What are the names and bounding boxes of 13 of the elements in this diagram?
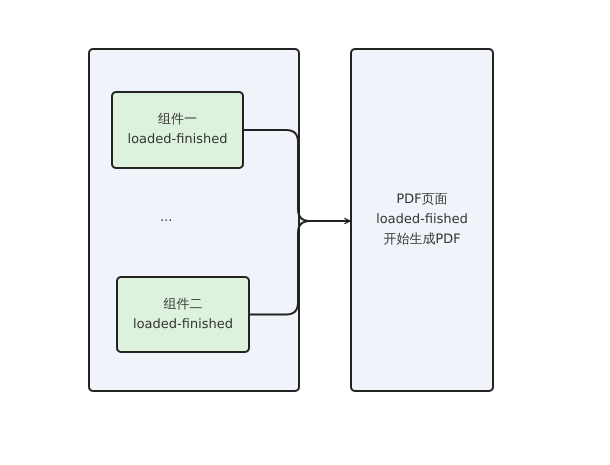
- container-box: [88, 48, 300, 392]
- page-box: [350, 48, 494, 392]
- node-text: loaded-finished: [127, 131, 228, 149]
- node-text: 开始生成PDF: [383, 231, 461, 249]
- node-text: loaded-finished: [132, 316, 234, 334]
- node-text: 组件一: [158, 111, 197, 129]
- process-box: [116, 276, 250, 353]
- arrow: [250, 218, 351, 316]
- process-box: [111, 91, 244, 169]
- ellipsis-text: ...: [160, 210, 172, 225]
- node-text: loaded-fiished: [376, 211, 468, 229]
- node-text: PDF页面: [396, 191, 448, 209]
- node-text: 组件二: [164, 296, 202, 314]
